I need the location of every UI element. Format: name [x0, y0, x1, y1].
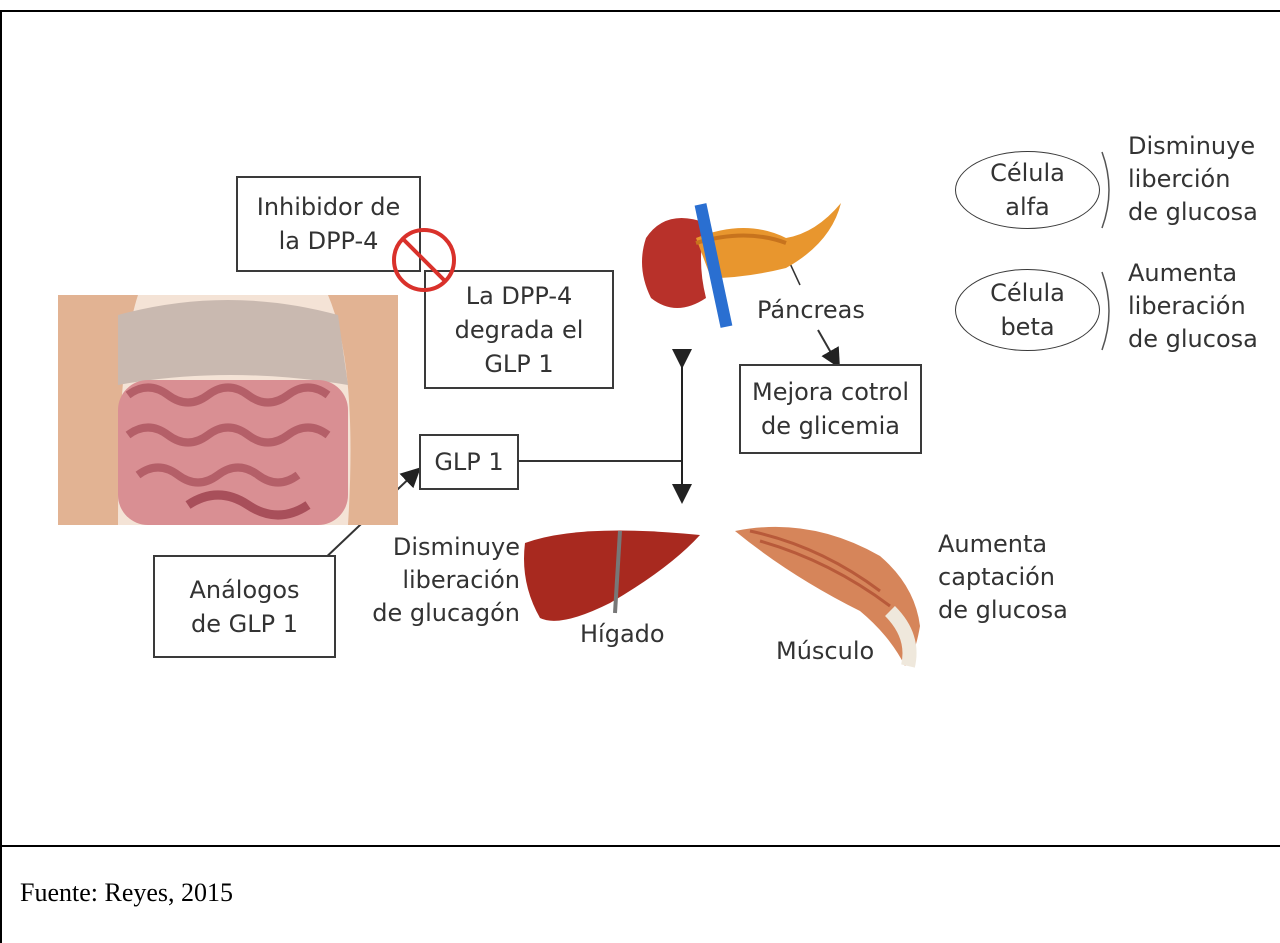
- muscle-effect-line-2: captación: [938, 561, 1068, 594]
- beta-effect-line-1: Aumenta: [1128, 257, 1258, 290]
- liver-effect-text: Disminuye liberación de glucagón: [352, 531, 520, 630]
- pancreas-label: Páncreas: [757, 294, 865, 327]
- liver-effect-line-2: liberación: [352, 564, 520, 597]
- glp1-analogs-box: Análogos de GLP 1: [153, 555, 336, 658]
- alpha-effect-line-2: liberción: [1128, 163, 1258, 196]
- liver-effect-line-3: de glucagón: [352, 597, 520, 630]
- analogs-line-1: Análogos: [155, 573, 334, 607]
- muscle-effect-line-3: de glucosa: [938, 594, 1068, 627]
- inhibitor-line-1: Inhibidor de: [238, 190, 419, 224]
- alpha-effect-line-1: Disminuye: [1128, 130, 1258, 163]
- alpha-cell-ellipse: Célula alfa: [955, 151, 1100, 229]
- liver-illustration: [520, 523, 710, 628]
- beta-bracket: [1098, 270, 1120, 352]
- glycemia-line-2: de glicemia: [741, 409, 920, 443]
- dpp4-line-3: GLP 1: [426, 347, 612, 381]
- beta-cell-line-1: Célula: [956, 276, 1099, 310]
- beta-cell-line-2: beta: [956, 310, 1099, 344]
- alpha-bracket: [1098, 150, 1120, 230]
- analogs-line-2: de GLP 1: [155, 607, 334, 641]
- dpp4-line-2: degrada el: [426, 313, 612, 347]
- glycemia-box: Mejora cotrol de glicemia: [739, 364, 922, 454]
- liver-effect-line-1: Disminuye: [352, 531, 520, 564]
- intestine-illustration: [58, 295, 398, 525]
- beta-cell-ellipse: Célula beta: [955, 269, 1100, 351]
- alpha-effect-text: Disminuye liberción de glucosa: [1128, 130, 1258, 229]
- muscle-effect-line-1: Aumenta: [938, 528, 1068, 561]
- liver-label: Hígado: [580, 618, 665, 651]
- glp1-box: GLP 1: [419, 434, 519, 490]
- muscle-label: Músculo: [776, 635, 874, 668]
- beta-effect-line-3: de glucosa: [1128, 323, 1258, 356]
- alpha-cell-line-1: Célula: [956, 156, 1099, 190]
- beta-effect-line-2: liberación: [1128, 290, 1258, 323]
- glycemia-line-1: Mejora cotrol: [741, 375, 920, 409]
- muscle-effect-text: Aumenta captación de glucosa: [938, 528, 1068, 627]
- prohibit-icon: [388, 224, 460, 296]
- alpha-cell-line-2: alfa: [956, 190, 1099, 224]
- glp1-label: GLP 1: [421, 445, 517, 479]
- beta-effect-text: Aumenta liberación de glucosa: [1128, 257, 1258, 356]
- alpha-effect-line-3: de glucosa: [1128, 196, 1258, 229]
- figure-source-caption: Fuente: Reyes, 2015: [20, 878, 233, 908]
